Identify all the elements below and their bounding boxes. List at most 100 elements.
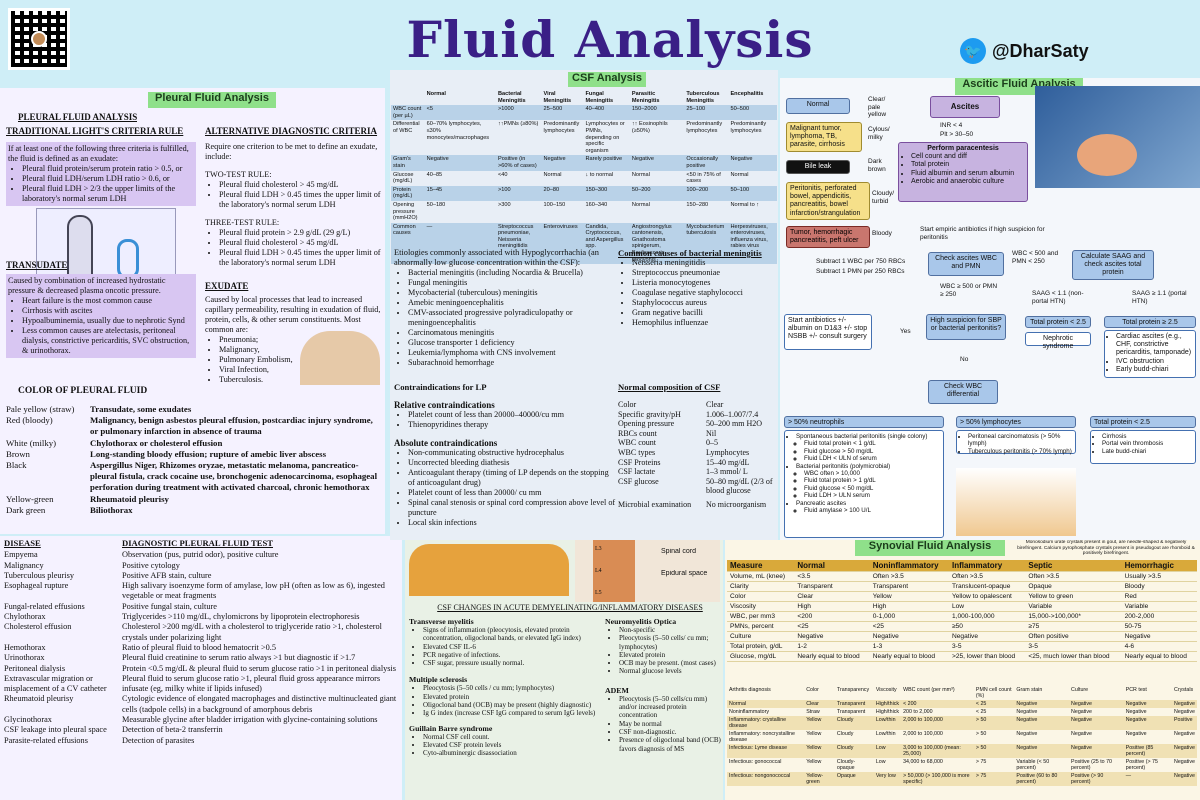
list-item: Elevated protein: [619, 651, 721, 659]
list-item: Pleural fluid cholesterol > 45 mg/dL: [219, 238, 383, 248]
table-cell: Negative: [1121, 631, 1197, 642]
nmo-list: Non-specific Pleocytosis (5–50 cells/ cu…: [605, 626, 721, 676]
table-cell: Negative: [794, 631, 870, 642]
list-item: Fluid glucose > 50 mg/dL: [804, 448, 940, 455]
thoracentesis-illustration: [300, 331, 380, 385]
twitter-bird-icon: 🐦: [960, 38, 986, 64]
table-row: Extravascular migration or misplacement …: [4, 673, 381, 694]
table-cell: Negative: [1174, 759, 1195, 765]
normal-csf-title: Normal composition of CSF: [618, 382, 721, 392]
list-item: Fluid total protein > 1 g/dL: [804, 477, 940, 484]
pleural-section: Pleural Fluid Analysis PLEURAL FLUID ANA…: [0, 88, 385, 534]
neutrophil-box: > 50% neutrophils: [784, 416, 944, 428]
list-item: CMV-associated progressive polyradiculop…: [408, 308, 614, 328]
vertebra-label: L5: [595, 590, 602, 596]
etiology-list: Bacterial meningitis (including Nocardia…: [394, 268, 614, 368]
table-cell: Herpesviruses, enteroviruses, influenza …: [730, 223, 768, 250]
table-cell: >25, lower than blood: [948, 651, 1026, 662]
list-item: Normal glucose levels: [619, 667, 721, 675]
table-cell: Negative: [1071, 731, 1092, 737]
table-cell: 2,000 to 100,000: [903, 731, 943, 737]
table-cell: 50–500: [730, 106, 750, 113]
lights-intro: If at least one of the following three c…: [8, 144, 189, 163]
list-item: Elevated CSF protein levels: [423, 741, 604, 749]
paracentesis-photo: [1035, 86, 1200, 188]
cirrhosis-box: Cirrhosis Portal vein thrombosis Late bu…: [1090, 430, 1196, 464]
tp-low2-box: Total protein < 2.5: [1090, 416, 1196, 428]
table-cell: Negative: [1125, 709, 1147, 715]
list-item: Pleural fluid protein/serum protein rati…: [22, 164, 194, 174]
list-item: Mycobacterial (tuberculous) meningitis: [408, 288, 614, 298]
table-cell: PMNs, percent: [727, 621, 795, 632]
table-cell: Low: [875, 759, 886, 765]
table-cell: 15,000->100,000*: [1025, 611, 1122, 622]
synovial-banner: Synovial Fluid Analysis: [855, 540, 1005, 556]
saag-high-label: SAAG ≥ 1.1 (portal HTN): [1132, 290, 1187, 305]
list-item: Pleural fluid LDH > 0.45 times the upper…: [219, 190, 383, 210]
list-item: Uncorrected bleeding diathesis: [408, 458, 616, 468]
table-cell: PMN cell count (%): [975, 687, 1012, 699]
table-cell: Negative: [1016, 717, 1038, 723]
table-cell: Normal: [729, 701, 747, 707]
table-cell: Negative: [543, 156, 566, 163]
adem-list: Pleocytosis (5–50 cells/cu mm) and/or in…: [605, 695, 721, 753]
tm-title: Transverse myelitis: [409, 617, 474, 626]
table-cell: Negative: [1071, 717, 1092, 723]
table-cell: 200-2,000: [1121, 611, 1197, 622]
tp-high-box: Total protein ≥ 2.5: [1104, 316, 1196, 328]
table-cell: < 25: [975, 701, 987, 707]
table-cell: Yellow: [806, 717, 822, 723]
list-item: CSF sugar, pressure usually normal.: [423, 659, 604, 667]
twitter-handle[interactable]: 🐦 @DharSaty: [960, 36, 1180, 66]
color-row: White (milky)Chylothorax or cholesterol …: [6, 437, 223, 448]
table-cell: Variable: [1025, 601, 1122, 612]
table-cell: 0-1,000: [869, 611, 949, 622]
list-item: Pulmonary Embolism,: [219, 355, 295, 365]
table-cell: Opening pressure (mmH2O): [393, 201, 418, 222]
table-cell: < 25: [975, 709, 987, 715]
table-cell: > 50,000 (> 100,000 is more specific): [903, 773, 970, 785]
table-cell: Inflammatory: crystalline disease: [729, 717, 787, 729]
two-test-title: TWO-TEST RULE:: [205, 170, 272, 179]
list-item: Cell count and diff: [911, 153, 1024, 161]
table-cell: Hemorrhagic: [1121, 560, 1197, 572]
table-cell: Usually >3.5: [1121, 571, 1197, 582]
table-cell: Angiostrongylus cantonensis, Gnathostoma…: [631, 223, 672, 263]
list-item: Oligoclonal band (OCB) may be present (h…: [423, 701, 604, 709]
list-item: Neisseria meningitidis: [632, 258, 776, 268]
table-cell: Positive (> 90 percent): [1071, 773, 1104, 785]
qr-code[interactable]: [8, 8, 70, 70]
gb-list: Normal CSF cell count. Elevated CSF prot…: [409, 733, 604, 758]
table-cell: Negative: [1125, 731, 1147, 737]
table-cell: Negative: [730, 156, 753, 163]
no-label: No: [960, 356, 969, 363]
list-item: Signs of inflammation (pleocytosis, elev…: [423, 626, 604, 643]
table-cell: > 75: [975, 759, 987, 765]
table-cell: WBC count (per mm³): [903, 687, 955, 693]
list-item: Bacterial meningitis (including Nocardia…: [408, 268, 614, 278]
fluid-color-label: Bloody: [872, 230, 892, 237]
table-cell: Negative: [1174, 731, 1195, 737]
table-cell: <40: [497, 171, 508, 178]
list-item: Tuberculosis.: [219, 375, 295, 385]
table-cell: Negative: [1016, 731, 1038, 737]
avatar: [31, 31, 47, 47]
table-cell: <5: [426, 106, 433, 113]
table-cell: Yellow to green: [1025, 591, 1122, 602]
table-cell: Negative: [1016, 701, 1038, 707]
color-row: Red (bloody)Malignancy, benign asbestos …: [6, 415, 373, 437]
